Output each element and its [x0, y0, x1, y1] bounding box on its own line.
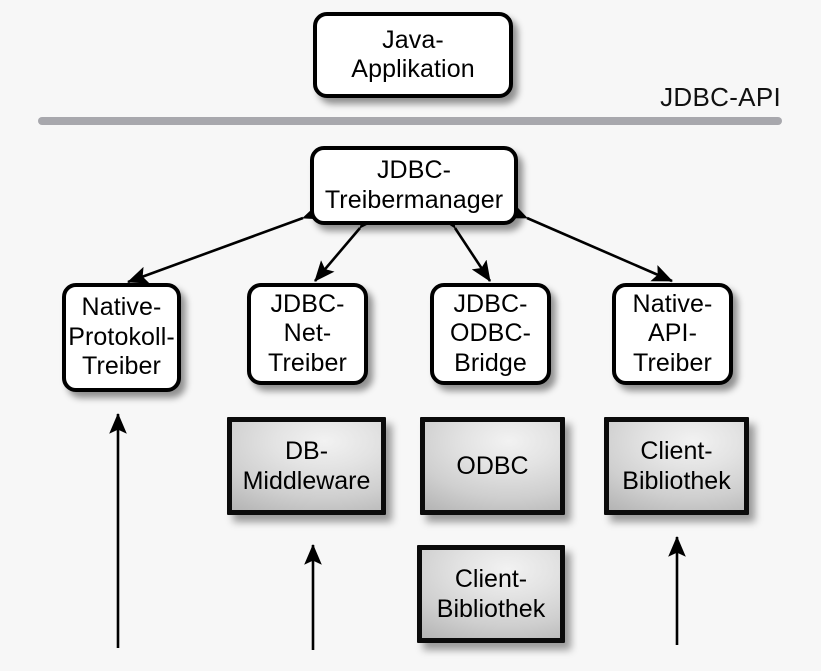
node-label: JDBC- ODBC- Bridge	[449, 289, 532, 377]
node-jdbc-net-treiber[interactable]: JDBC- Net- Treiber	[247, 283, 368, 385]
node-label: Client- Bibliothek	[622, 437, 731, 495]
jdbc-api-label: JDBC-API	[660, 82, 781, 112]
node-label: JDBC- Net- Treiber	[268, 289, 347, 377]
node-jdbc-odbc-bridge[interactable]: JDBC- ODBC- Bridge	[430, 283, 551, 385]
node-label: Native- Protokoll- Treiber	[68, 293, 175, 381]
node-label: ODBC	[456, 452, 529, 480]
node-client-bibliothek-bottom[interactable]: Client- Bibliothek	[417, 545, 565, 643]
edge-manager-native-protokoll	[127, 202, 325, 284]
node-label: Native- API- Treiber	[632, 289, 713, 377]
node-label: Java- Applikation	[351, 25, 475, 84]
edge-manager-jdbc-odbc	[436, 206, 492, 282]
node-label: Client- Bibliothek	[436, 565, 546, 623]
node-client-bibliothek-right[interactable]: Client- Bibliothek	[604, 417, 749, 515]
jdbc-api-separator-line	[38, 117, 782, 125]
node-odbc[interactable]: ODBC	[420, 417, 565, 515]
node-native-api-treiber[interactable]: Native- API- Treiber	[612, 283, 733, 385]
node-label: DB- Middleware	[242, 437, 371, 495]
node-native-protokoll-treiber[interactable]: Native- Protokoll- Treiber	[62, 283, 181, 392]
node-jdbc-treibermanager[interactable]: JDBC- Treibermanager	[310, 146, 518, 225]
node-java-applikation[interactable]: Java- Applikation	[313, 12, 513, 98]
edge-manager-native-api	[505, 202, 673, 283]
edge-manager-jdbc-net	[314, 207, 380, 282]
node-label: JDBC- Treibermanager	[324, 156, 504, 214]
node-db-middleware[interactable]: DB- Middleware	[227, 417, 386, 515]
